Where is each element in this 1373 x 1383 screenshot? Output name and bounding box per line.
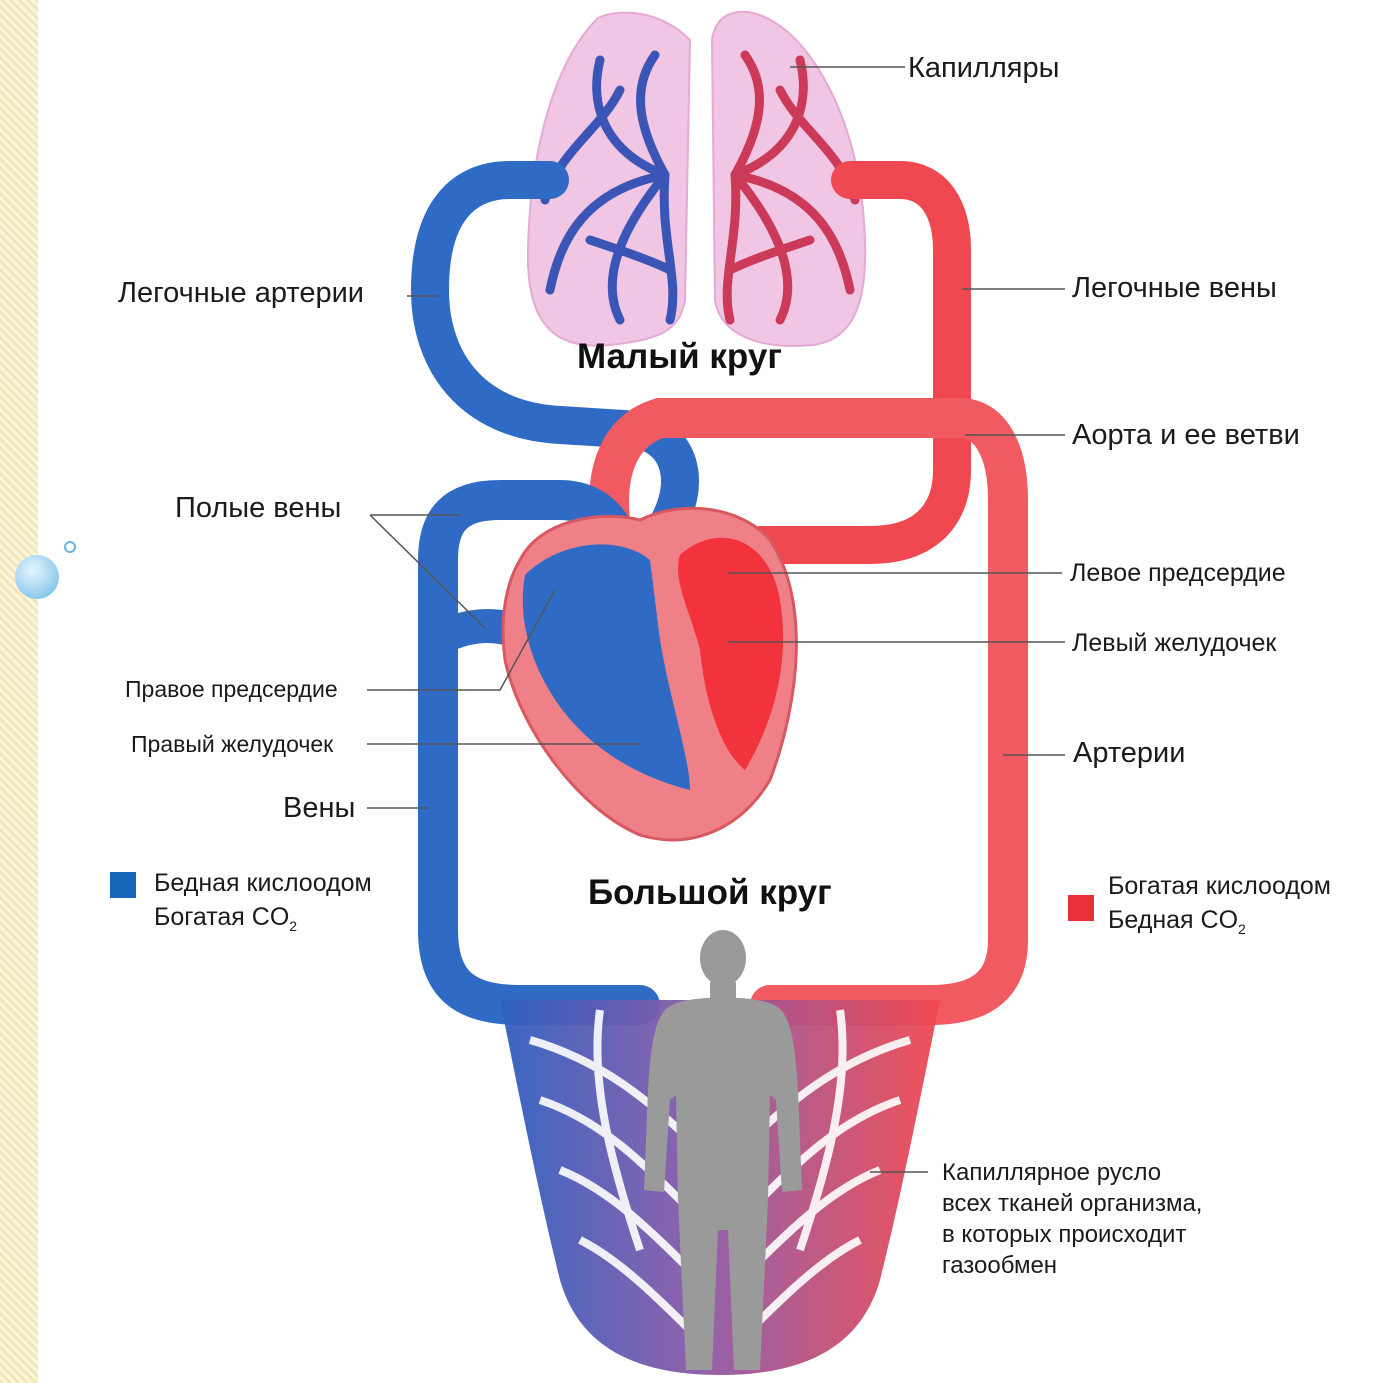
label-right-atrium: Правое предсердие: [125, 678, 338, 701]
capillary-caption-line4: газообмен: [942, 1250, 1202, 1281]
label-left-atrium: Левое предсердие: [1070, 561, 1286, 586]
capillary-caption-line1: Капиллярное русло: [942, 1157, 1202, 1188]
big-circle-title: Большой круг: [588, 873, 832, 913]
label-capillaries: Капилляры: [908, 54, 1059, 83]
legend-blue-line1: Бедная кислоодом: [154, 866, 372, 900]
small-circle-title: Малый круг: [577, 337, 782, 377]
label-arteries: Артерии: [1073, 739, 1185, 768]
legend-red-line1: Богатая кислоодом: [1108, 869, 1331, 903]
legend-red-sub: 2: [1238, 921, 1246, 937]
label-vena-cava: Полые вены: [175, 494, 341, 523]
capillary-caption-line3: в которых происходит: [942, 1219, 1202, 1250]
legend-red-line2: Бедная CO2: [1108, 903, 1331, 946]
legend-blue-co: Богатая CO: [154, 903, 289, 931]
label-pulmonary-veins: Легочные вены: [1072, 274, 1277, 303]
capillary-caption-line2: всех тканей организма,: [942, 1188, 1202, 1219]
legend-red-swatch: [1068, 895, 1094, 921]
label-aorta: Аорта и ее ветви: [1072, 421, 1300, 450]
legend-blue-text: Бедная кислоодом Богатая CO2: [154, 866, 372, 943]
label-veins: Вены: [283, 794, 355, 823]
legend-red-text: Богатая кислоодом Бедная CO2: [1108, 869, 1331, 946]
legend-red: Богатая кислоодом Бедная CO2: [1068, 869, 1368, 941]
capillary-bed-caption: Капиллярное русло всех тканей организма,…: [942, 1157, 1202, 1281]
label-right-ventricle: Правый желудочек: [131, 733, 333, 756]
legend-blue-sub: 2: [289, 918, 297, 934]
legend-blue: Бедная кислоодом Богатая CO2: [110, 866, 430, 938]
legend-red-co: Бедная CO: [1108, 906, 1238, 934]
legend-blue-line2: Богатая CO2: [154, 900, 372, 943]
label-left-ventricle: Левый желудочек: [1072, 631, 1276, 656]
legend-blue-swatch: [110, 872, 136, 898]
label-pulmonary-arteries: Легочные артерии: [118, 279, 364, 308]
